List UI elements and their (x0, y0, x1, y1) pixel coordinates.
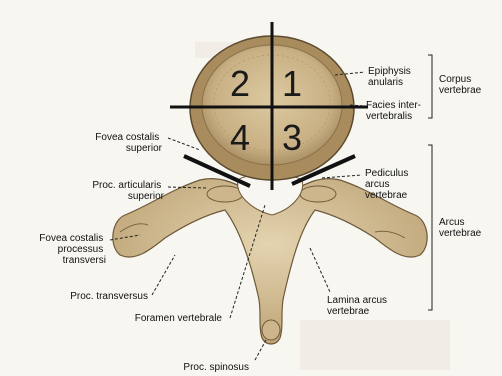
label-epiphysis-anularis: Epiphysis anularis (368, 66, 414, 88)
group-brackets (428, 55, 432, 310)
label-fovea-costalis-processus-transversi: Fovea costalis processus transversi (39, 233, 106, 266)
label-proc-spinosus: Proc. spinosus (183, 362, 249, 373)
label-pediculus-arcus-vertebrae: Pediculus arcus vertebrae (365, 168, 411, 201)
label-arcus-vertebrae: Arcus vertebrae (439, 217, 482, 239)
label-lamina-arcus-vertebrae: Lamina arcus vertebrae (327, 295, 390, 317)
quadrant-2: 2 (230, 63, 250, 104)
label-fovea-costalis-superior: Fovea costalis superior (95, 132, 162, 154)
label-foramen-vertebrale: Foramen vertebrale (135, 313, 223, 324)
label-proc-transversus: Proc. transversus (70, 291, 148, 302)
label-facies-intervertebralis: Facies inter- vertebralis (366, 100, 424, 122)
quadrant-1: 1 (282, 63, 302, 104)
quadrant-3: 3 (282, 117, 302, 158)
label-proc-articularis-superior: Proc. articularis superior (92, 180, 164, 202)
label-corpus-vertebrae: Corpus vertebrae (439, 74, 482, 96)
quadrant-4: 4 (230, 117, 250, 158)
